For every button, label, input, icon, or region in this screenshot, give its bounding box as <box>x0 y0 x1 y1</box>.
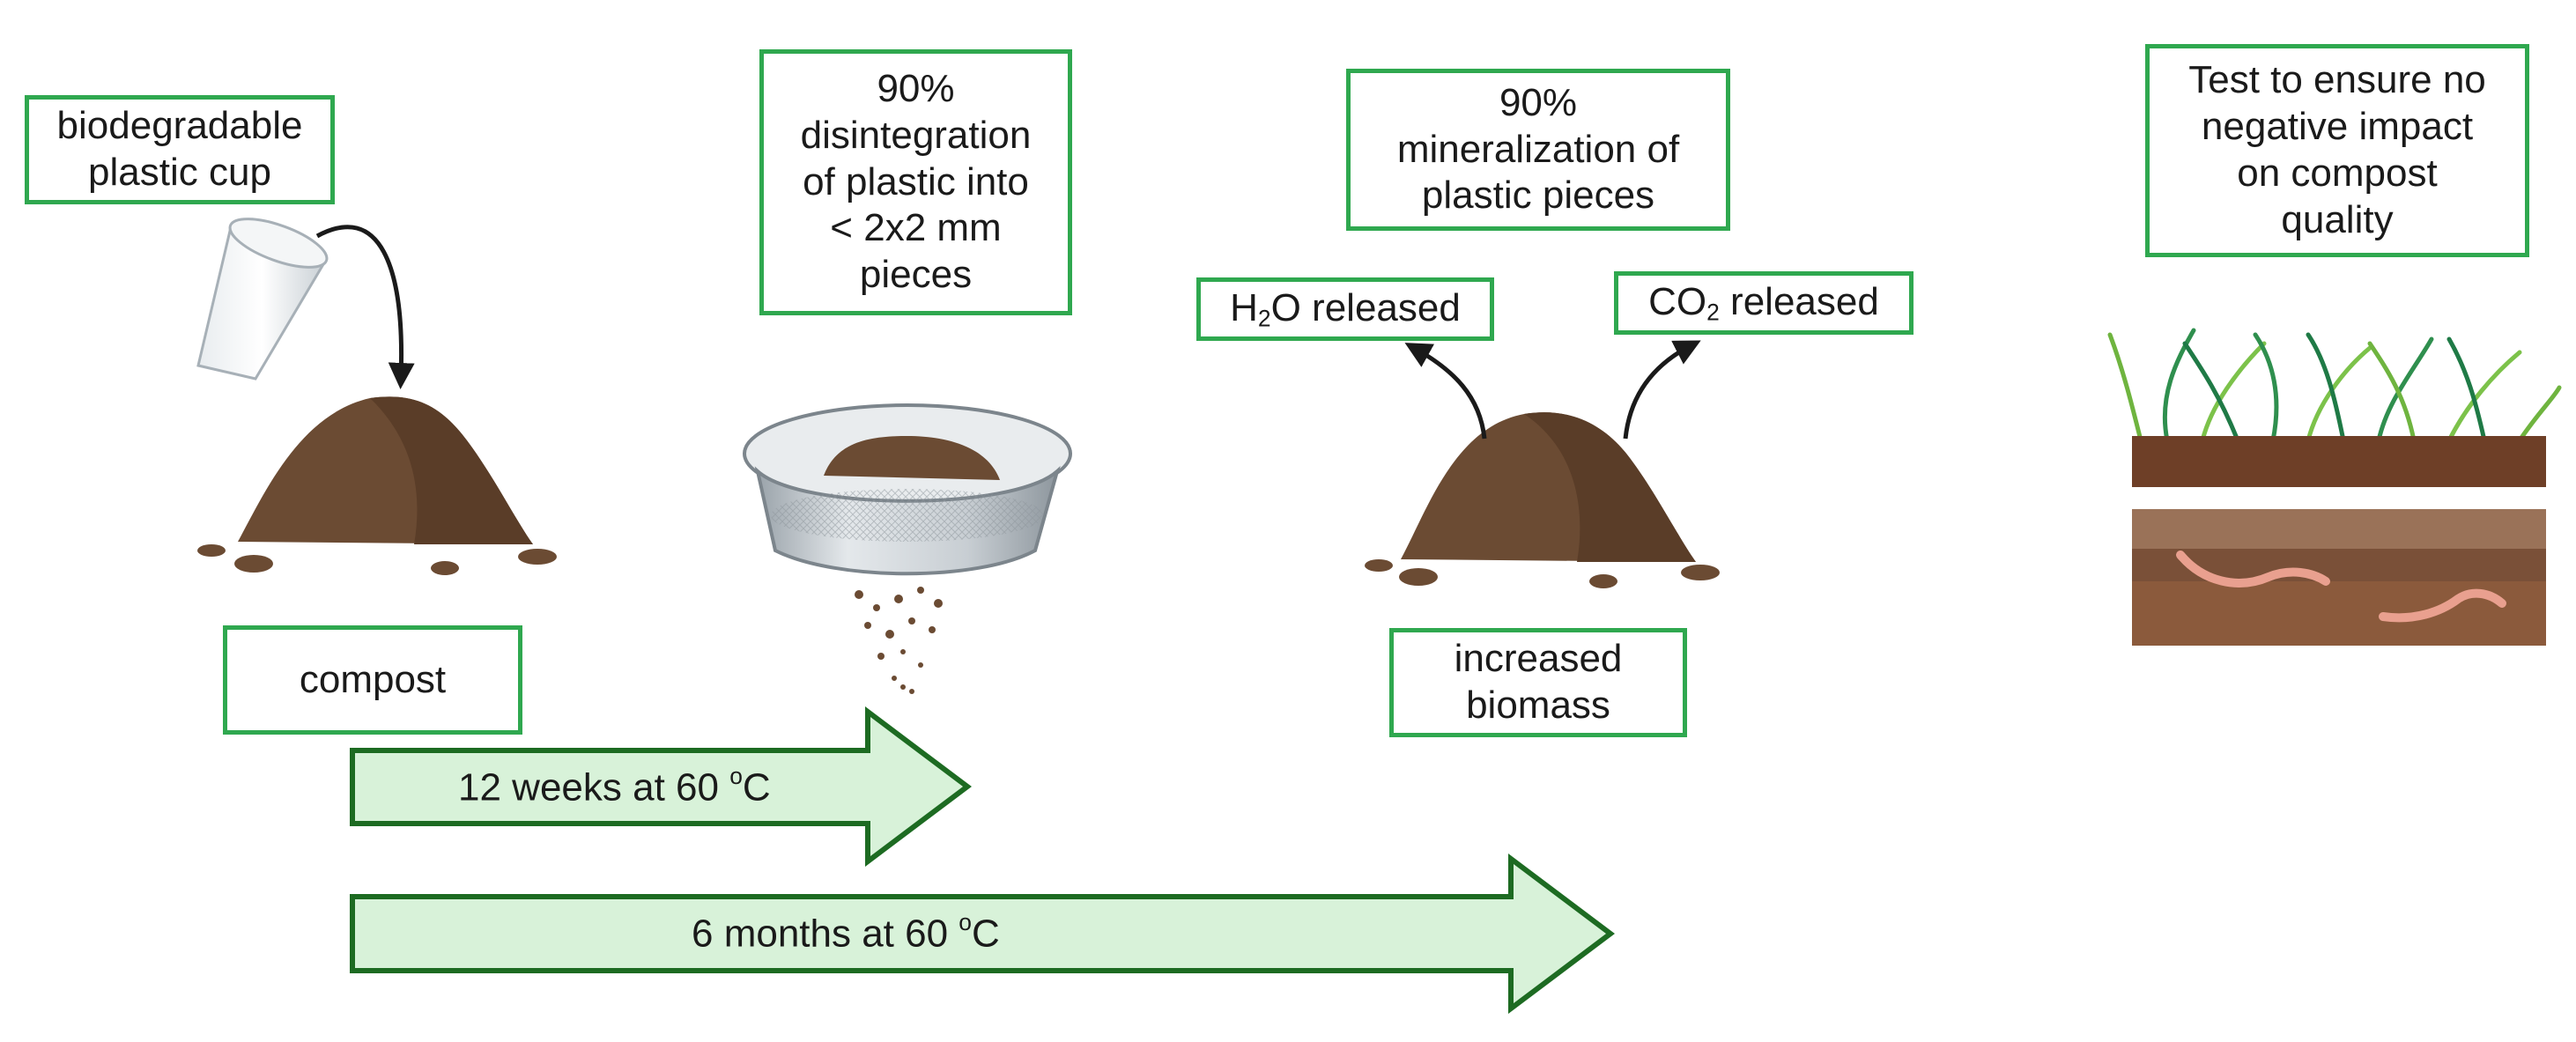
soil-cross-section-icon <box>2132 509 2546 646</box>
co2-suffix: released <box>1719 279 1879 323</box>
celsius-unit: C <box>971 912 1000 956</box>
compost-label-box: compost <box>223 625 522 735</box>
co2-release-arrow-icon <box>1623 340 1701 440</box>
co2-prefix: CO <box>1648 279 1707 323</box>
biomass-box: increased biomass <box>1389 628 1687 737</box>
h2o-release-arrow-icon <box>1404 343 1487 440</box>
co2-released-box: CO2 released <box>1614 271 1913 335</box>
h2o-prefix: H <box>1230 285 1258 329</box>
timeline-arrow-6-months <box>350 853 1615 1015</box>
degree-sup: o <box>729 763 743 789</box>
h2o-subscript: 2 <box>1257 305 1271 332</box>
test-quality-box: Test to ensure no negative impact on com… <box>2145 44 2529 257</box>
grass-icon <box>2107 328 2562 443</box>
topsoil-layer <box>2132 436 2546 487</box>
timeline-12-weeks-text: 12 weeks at 60 <box>458 765 730 809</box>
plastic-cup-icon <box>196 218 329 381</box>
compost-particles <box>855 587 943 694</box>
timeline-label-12-weeks: 12 weeks at 60 oC <box>458 763 771 809</box>
mineralization-box: 90% mineralization of plastic pieces <box>1346 69 1730 231</box>
earthworm-icon <box>2176 551 2506 623</box>
timeline-arrow-12-weeks <box>350 706 972 868</box>
timeline-label-6-months: 6 months at 60 oC <box>692 909 1000 956</box>
pour-arrow-icon <box>315 225 415 389</box>
co2-subscript: 2 <box>1706 299 1720 326</box>
timeline-6-months-text: 6 months at 60 <box>692 912 959 956</box>
degree-sup: o <box>959 909 972 935</box>
sieve-icon <box>743 403 1072 576</box>
compost-pile-icon <box>1365 412 1720 588</box>
celsius-unit: C <box>742 765 771 809</box>
h2o-suffix: O released <box>1270 285 1461 329</box>
h2o-released-box: H2O released <box>1196 277 1494 341</box>
compost-pile-icon <box>197 396 557 575</box>
disintegration-box: 90% disintegration of plastic into < 2x2… <box>759 49 1072 315</box>
cup-label-box: biodegradable plastic cup <box>25 95 335 204</box>
